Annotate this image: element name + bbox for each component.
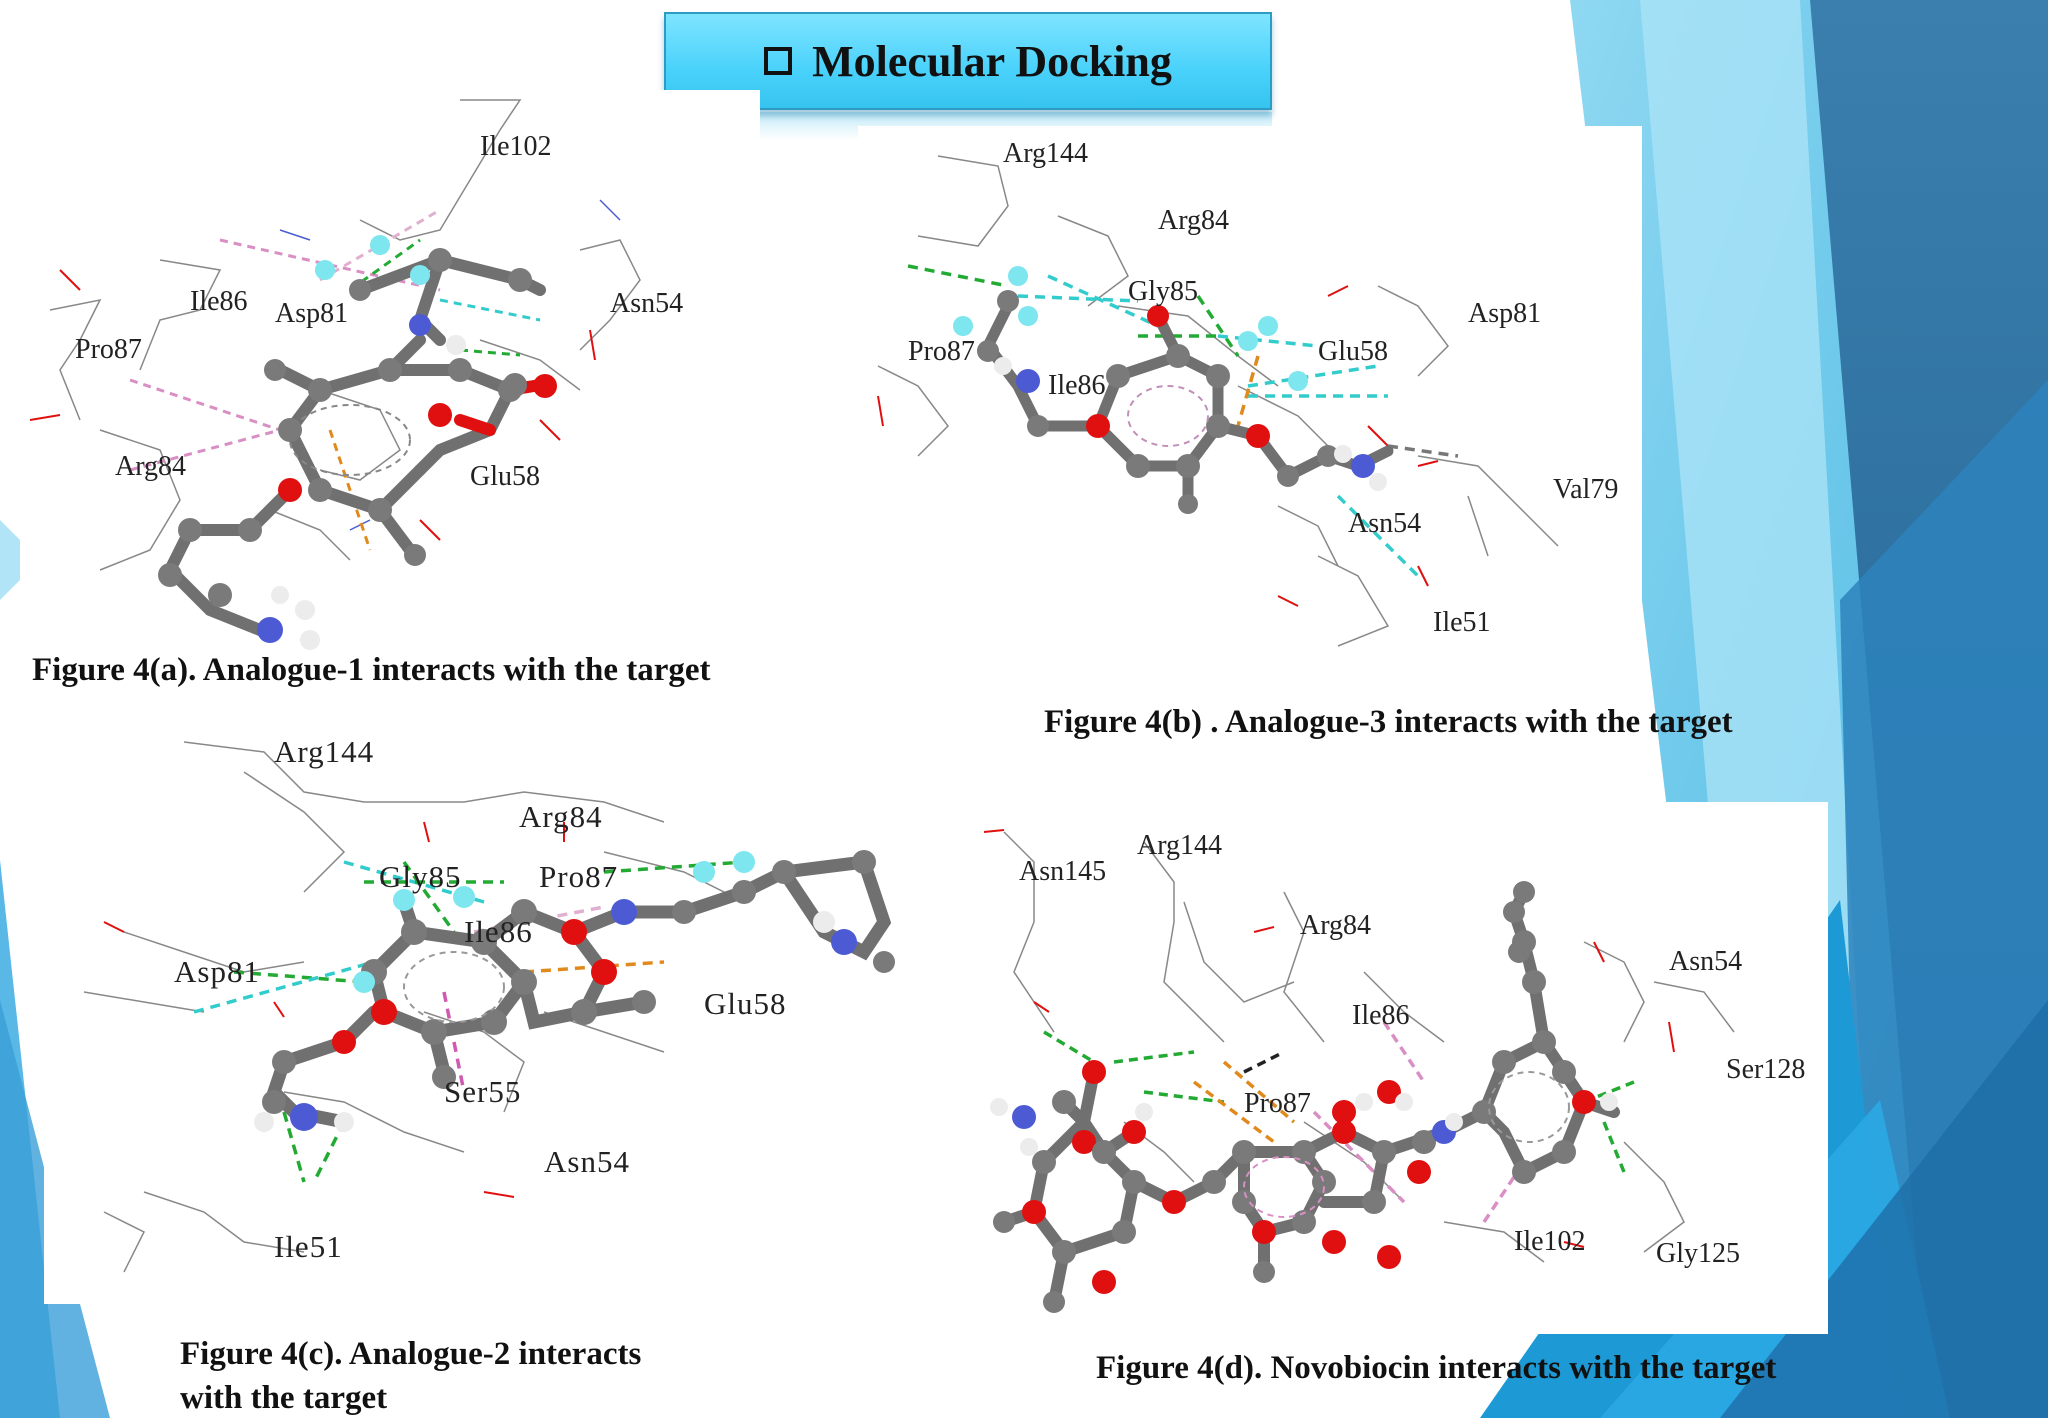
residue-label-glu58: Glu58 bbox=[470, 461, 540, 492]
residue-label-pro87: Pro87 bbox=[1244, 1088, 1311, 1119]
residue-label-arg144: Arg144 bbox=[1003, 138, 1088, 169]
residue-label-ile51: Ile51 bbox=[1433, 607, 1491, 638]
slide-title: Molecular Docking bbox=[812, 36, 1172, 86]
figure-4a-diagram: Ile102 Ile86 Asp81 Asn54 Pro87 Arg84 Glu… bbox=[20, 90, 760, 650]
residue-label-pro87: Pro87 bbox=[908, 336, 975, 367]
residue-label-gly85: Gly85 bbox=[1128, 276, 1198, 307]
residue-label-arg84: Arg84 bbox=[1300, 910, 1371, 941]
residue-label-val79: Val79 bbox=[1553, 474, 1618, 505]
figure-4b-panel: Arg144 Arg84 Gly85 Asp81 Pro87 Glu58 Ile… bbox=[858, 126, 1642, 676]
residue-label-ser55: Ser55 bbox=[444, 1074, 521, 1109]
figure-4d-caption: Figure 4(d). Novobiocin interacts with t… bbox=[1096, 1350, 1777, 1386]
figure-4c-caption-line2: with the target bbox=[180, 1380, 388, 1416]
figure-4d-diagram: Asn145 Arg144 Arg84 Ile86 Asn54 Ser128 P… bbox=[944, 802, 1828, 1334]
residue-label-asp81: Asp81 bbox=[1468, 298, 1541, 329]
residue-label-gly85: Gly85 bbox=[379, 859, 462, 894]
residue-label-ile86: Ile86 bbox=[464, 914, 533, 949]
residue-label-ile86: Ile86 bbox=[1048, 370, 1106, 401]
residue-label-asn54: Asn54 bbox=[1669, 946, 1742, 977]
checkbox-bullet-icon bbox=[764, 47, 793, 75]
residue-label-ile51: Ile51 bbox=[274, 1229, 343, 1264]
figure-4c-panel: Arg144 Arg84 Gly85 Pro87 Ile86 Asp81 Glu… bbox=[44, 712, 930, 1304]
residue-label-arg84: Arg84 bbox=[1158, 205, 1229, 236]
residue-label-glu58: Glu58 bbox=[704, 986, 787, 1021]
figure-4c-diagram: Arg144 Arg84 Gly85 Pro87 Ile86 Asp81 Glu… bbox=[44, 712, 930, 1304]
residue-label-arg144: Arg144 bbox=[274, 734, 374, 769]
residue-label-asp81: Asp81 bbox=[275, 298, 348, 329]
figure-4b-caption: Figure 4(b) . Analogue-3 interacts with … bbox=[1044, 704, 1733, 740]
residue-label-asn54: Asn54 bbox=[544, 1144, 630, 1179]
residue-label-arg84: Arg84 bbox=[519, 799, 603, 834]
residue-label-gly125: Gly125 bbox=[1656, 1238, 1740, 1269]
residue-label-ser128: Ser128 bbox=[1726, 1054, 1805, 1085]
residue-label-ile102: Ile102 bbox=[480, 131, 552, 162]
figure-4b-diagram: Arg144 Arg84 Gly85 Asp81 Pro87 Glu58 Ile… bbox=[858, 126, 1642, 676]
residue-label-ile102: Ile102 bbox=[1514, 1226, 1586, 1257]
figure-4c-caption-line1: Figure 4(c). Analogue-2 interacts bbox=[180, 1336, 642, 1372]
figure-4a-panel: Ile102 Ile86 Asp81 Asn54 Pro87 Arg84 Glu… bbox=[20, 90, 760, 650]
residue-label-pro87: Pro87 bbox=[539, 859, 618, 894]
residue-label-glu58: Glu58 bbox=[1318, 336, 1388, 367]
residue-label-arg144: Arg144 bbox=[1137, 830, 1222, 861]
residue-label-asn54: Asn54 bbox=[1348, 508, 1421, 539]
figure-4a-caption: Figure 4(a). Analogue-1 interacts with t… bbox=[32, 652, 711, 688]
residue-label-arg84: Arg84 bbox=[115, 451, 186, 482]
figure-4d-panel: Asn145 Arg144 Arg84 Ile86 Asn54 Ser128 P… bbox=[944, 802, 1828, 1334]
residue-label-ile86: Ile86 bbox=[190, 286, 248, 317]
residue-label-asp81: Asp81 bbox=[174, 954, 260, 989]
residue-label-asn145: Asn145 bbox=[1019, 856, 1106, 887]
residue-label-pro87: Pro87 bbox=[75, 334, 142, 365]
residue-label-ile86: Ile86 bbox=[1352, 1000, 1410, 1031]
residue-label-asn54: Asn54 bbox=[610, 288, 683, 319]
slide-title-banner: Molecular Docking bbox=[664, 12, 1272, 110]
